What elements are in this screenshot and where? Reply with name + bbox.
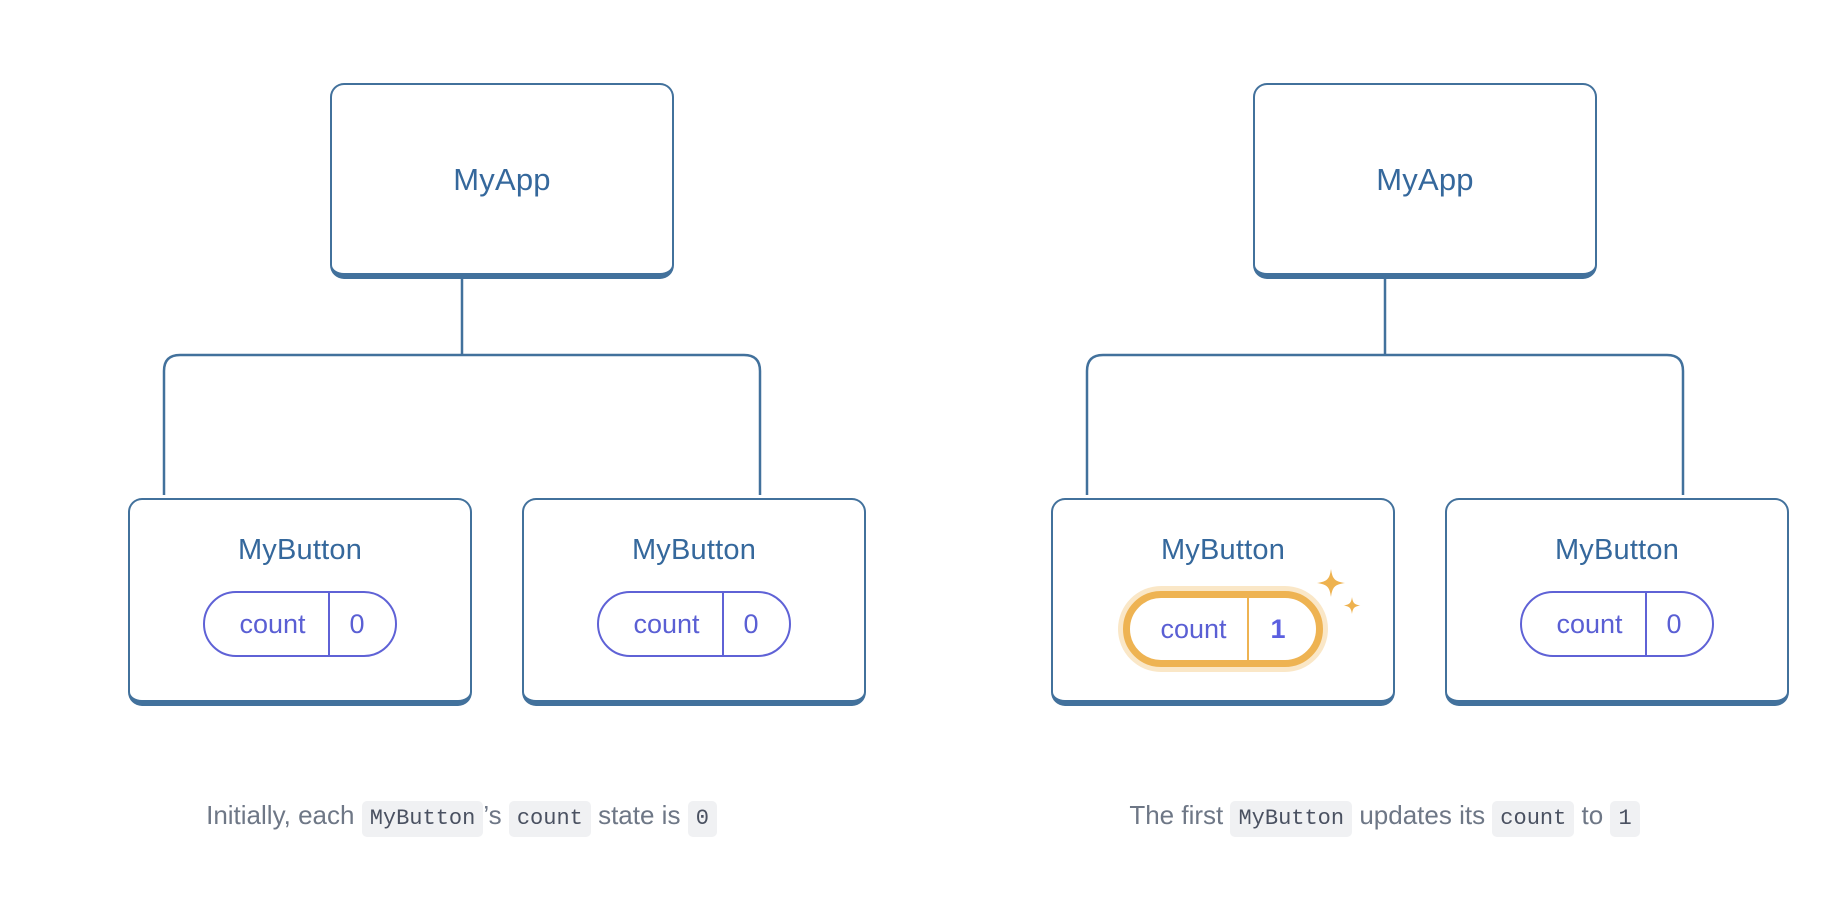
node-title: MyApp <box>453 161 551 197</box>
panel-initial-state: MyApp MyButton count 0 MyButton count 0 <box>0 83 923 837</box>
caption-text: The first <box>1129 800 1231 830</box>
node-title: MyButton <box>631 534 757 566</box>
inline-code-chip: count <box>508 801 591 837</box>
caption-text: Initially, each <box>206 800 362 830</box>
state-pill-wrap: count 0 <box>203 591 397 657</box>
state-value: 0 <box>721 593 789 655</box>
state-pill-wrap: count 0 <box>597 591 791 657</box>
node-mybutton-2[interactable]: MyButton count 0 <box>1445 498 1789 706</box>
tree-connector <box>1065 275 1705 495</box>
node-title: MyButton <box>237 534 363 566</box>
state-value: 1 <box>1246 598 1316 660</box>
panel-after-update: MyApp MyButton count 1 MyButton <box>923 0 1846 898</box>
inline-code-chip: 0 <box>687 801 717 837</box>
inline-code-chip: MyButton <box>361 801 484 837</box>
panel-caption: The first MyButton updates its count to … <box>923 798 1846 837</box>
node-title: MyButton <box>1160 534 1286 566</box>
state-name: count <box>239 608 306 639</box>
caption-text: updates its <box>1352 800 1493 830</box>
caption-text: ’s <box>483 800 509 830</box>
inline-code-chip: MyButton <box>1230 801 1353 837</box>
node-mybutton-2[interactable]: MyButton count 0 <box>522 498 866 706</box>
state-pill[interactable]: count 0 <box>597 591 791 657</box>
state-name: count <box>1160 613 1227 644</box>
caption-text: to <box>1574 800 1611 830</box>
state-pill-wrap: count 0 <box>1520 591 1714 657</box>
inline-code-chip: count <box>1492 801 1575 837</box>
tree-connector <box>142 275 782 495</box>
state-value: 0 <box>1644 593 1712 655</box>
node-mybutton-1[interactable]: MyButton count 0 <box>128 498 472 706</box>
caption-text: state is <box>590 800 688 830</box>
state-name: count <box>1556 608 1623 639</box>
node-title: MyApp <box>1376 161 1474 197</box>
state-pill[interactable]: count 0 <box>203 591 397 657</box>
inline-code-chip: 1 <box>1610 801 1640 837</box>
state-pill-highlighted[interactable]: count 1 <box>1123 591 1323 667</box>
state-pill-wrap: count 1 <box>1123 569 1361 667</box>
node-title: MyButton <box>1554 534 1680 566</box>
state-value: 0 <box>327 593 395 655</box>
node-mybutton-1[interactable]: MyButton count 1 <box>1051 498 1395 706</box>
state-name: count <box>633 608 700 639</box>
node-myapp[interactable]: MyApp <box>330 83 674 279</box>
node-myapp[interactable]: MyApp <box>1253 83 1597 279</box>
panel-caption: Initially, each MyButton’s count state i… <box>0 798 923 837</box>
state-pill[interactable]: count 0 <box>1520 591 1714 657</box>
